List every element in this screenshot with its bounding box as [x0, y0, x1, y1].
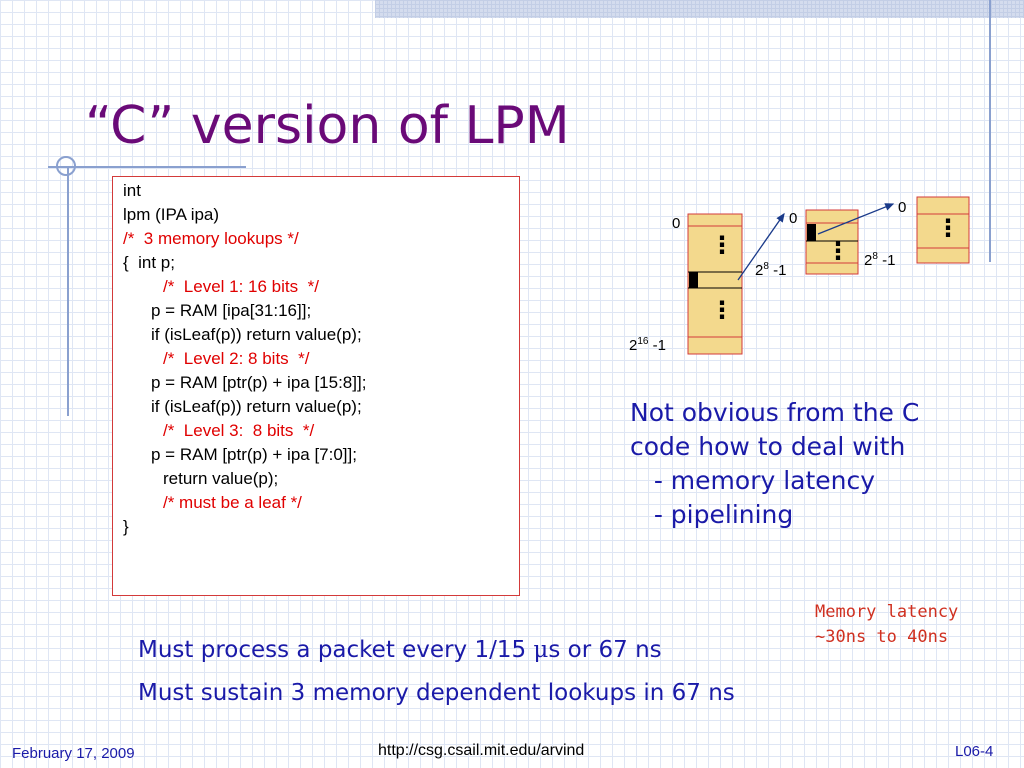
code-comment-line: /* Level 1: 16 bits */: [163, 277, 319, 296]
mu-symbol: μ: [533, 637, 549, 663]
label-suffix: -1: [877, 252, 896, 269]
code-line: int: [123, 181, 141, 200]
level1-pointer-cell: [689, 272, 698, 288]
code-line: }: [123, 517, 129, 536]
note-line: Not obvious from the C: [630, 398, 920, 427]
requirement-line-2: Must sustain 3 memory dependent lookups …: [138, 680, 735, 706]
label-base: 2: [755, 262, 764, 279]
crosshair-icon: [56, 156, 76, 176]
pointer-arrow-1: [737, 212, 785, 281]
label-suffix: -1: [648, 337, 666, 354]
level3-table: [916, 196, 970, 264]
title-underline: [48, 166, 246, 168]
code-line: p = RAM [ptr(p) + ipa [7:0]];: [151, 445, 357, 464]
table2-bottom-label: 28 -1: [755, 261, 786, 279]
memory-latency-note: Memory latency ~30ns to 40ns: [815, 600, 958, 650]
label-exponent: 8: [872, 251, 878, 262]
label-exponent: 16: [637, 336, 649, 347]
code-box: int lpm (IPA ipa) /* 3 memory lookups */ { …: [112, 176, 520, 596]
label-base: 2: [864, 252, 873, 269]
code-line: p = RAM [ptr(p) + ipa [15:8]];: [151, 373, 367, 392]
code-line: p = RAM [ipa[31:16]];: [151, 301, 312, 320]
ellipsis-icon: ⋮: [826, 237, 850, 265]
level1-table: [687, 213, 743, 355]
footer-url[interactable]: http://csg.csail.mit.edu/arvind: [378, 742, 585, 759]
code-line: if (isLeaf(p)) return value(p);: [151, 397, 362, 416]
table3-top-label: 0: [898, 199, 907, 216]
level2-pointer-cell: [807, 224, 816, 241]
requirement-text: Must process a packet every 1/15: [138, 637, 534, 663]
label-exponent: 8: [763, 261, 769, 272]
table2-top-label: 0: [789, 210, 798, 227]
note-bullet: - pipelining: [630, 500, 794, 529]
code-line: if (isLeaf(p)) return value(p);: [151, 325, 362, 344]
note-line: code how to deal with: [630, 432, 906, 461]
footer-date: February 17, 2009: [12, 745, 135, 762]
code-comment-line: /* 3 memory lookups */: [123, 229, 299, 248]
note-text: Not obvious from the C code how to deal …: [630, 396, 919, 532]
footer-page-number: L06-4: [955, 743, 994, 760]
ellipsis-icon: ⋮: [936, 214, 960, 242]
ellipsis-icon: ⋮: [710, 231, 734, 259]
requirement-line-1: Must process a packet every 1/15 μs or 6…: [138, 637, 662, 663]
code-line: { int p;: [123, 253, 175, 272]
table3-bottom-label: 28 -1: [864, 251, 895, 269]
level2-table: [805, 209, 859, 275]
ellipsis-icon: ⋮: [710, 296, 734, 324]
table1-bottom-label: 216 -1: [629, 336, 666, 354]
header-band: [375, 0, 1024, 18]
table1-top-label: 0: [672, 215, 681, 232]
left-vertical-rule: [67, 168, 69, 416]
code-line: return value(p);: [163, 469, 279, 488]
pointer-arrow-2: [817, 203, 895, 235]
note-bullet: - memory latency: [630, 466, 876, 495]
code-comment-line: /* must be a leaf */: [163, 493, 302, 512]
code-comment-line: /* Level 3: 8 bits */: [163, 421, 315, 440]
code-line: lpm (IPA ipa): [123, 205, 220, 224]
code-listing: int lpm (IPA ipa) /* 3 memory lookups */ { …: [113, 177, 519, 539]
requirement-text: s or 67 ns: [548, 637, 662, 663]
label-suffix: -1: [768, 262, 787, 279]
memory-note-line: ~30ns to 40ns: [815, 627, 949, 647]
label-base: 2: [629, 337, 638, 354]
memory-note-line: Memory latency: [815, 602, 959, 622]
right-vertical-rule: [989, 0, 991, 262]
code-comment-line: /* Level 2: 8 bits */: [163, 349, 310, 368]
slide-title: “C” version of LPM: [85, 96, 570, 156]
lookup-tables-diagram: [687, 196, 970, 355]
